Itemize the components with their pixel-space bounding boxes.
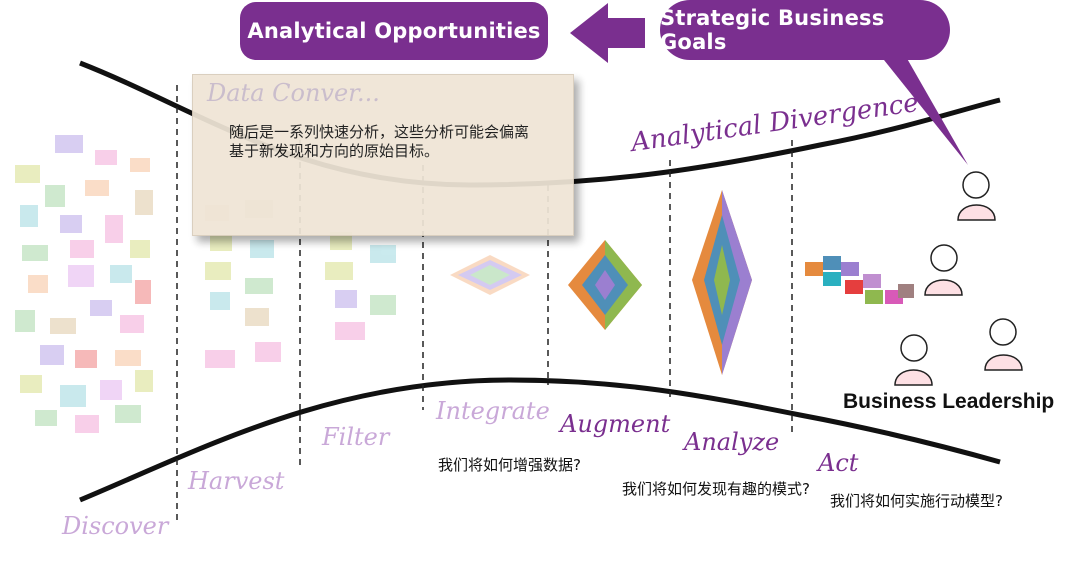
analyze-question: 我们将如何发现有趣的模式? — [622, 480, 810, 498]
note-ghost-title: Data Conver... — [207, 79, 380, 107]
augment-question: 我们将如何增强数据? — [438, 456, 581, 474]
augment-diamond — [568, 240, 642, 330]
stage-label-augment: Augment — [560, 410, 671, 438]
discover-blocks — [15, 135, 153, 433]
speech-tail — [880, 55, 968, 165]
note-text: 随后是一系列快速分析，这些分析可能会偏离基于新发现和方向的原始目标。 — [229, 123, 530, 160]
analyze-diamond — [692, 190, 752, 375]
stage-label-harvest: Harvest — [188, 467, 285, 495]
strategic-business-goals-pill: Strategic Business Goals — [660, 0, 950, 60]
stage-label-discover: Discover — [62, 512, 169, 540]
integrate-cluster — [450, 255, 530, 295]
stage-label-integrate: Integrate — [436, 397, 550, 425]
business-leadership-label: Business Leadership — [843, 390, 1055, 413]
filter-blocks — [325, 232, 396, 340]
left-arrow-icon — [570, 3, 645, 63]
act-question: 我们将如何实施行动模型? — [830, 492, 1003, 510]
stage-label-analyze: Analyze — [684, 428, 780, 456]
stage-label-filter: Filter — [322, 423, 390, 451]
act-blocks — [805, 256, 914, 304]
note-card: Data Conver... 随后是一系列快速分析，这些分析可能会偏离基于新发现… — [192, 74, 574, 236]
analytical-opportunities-pill: Analytical Opportunities — [240, 2, 548, 60]
lower-curve — [79, 377, 1001, 503]
stage-label-act: Act — [818, 449, 859, 477]
leadership-figures — [894, 171, 1023, 386]
